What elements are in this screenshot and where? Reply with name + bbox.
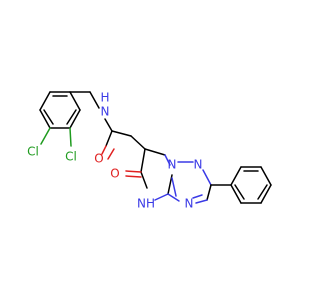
bond: [144, 148, 166, 156]
bond-ring-c-o-double: [125, 175, 142, 178]
bond-double-inner: [66, 109, 77, 125]
bond: [260, 166, 272, 186]
bond-double-inner: [192, 194, 203, 199]
bond: [154, 193, 169, 201]
bond: [69, 91, 81, 111]
bond-carbonyl-ch2: [111, 130, 132, 137]
bond-c-o-double: [107, 148, 115, 160]
bond: [230, 184, 242, 204]
bond-c-o: [101, 145, 107, 155]
dichlorophenyl-ring: [39, 91, 81, 129]
ring-oxygen-label: O: [110, 167, 119, 181]
bond: [230, 166, 242, 186]
phenyl-ring: [230, 166, 272, 204]
bond: [195, 199, 208, 204]
bond: [140, 171, 148, 189]
triazole-nitrogen-lower-label: N: [185, 197, 194, 211]
chlorine-label-upper: Cl: [27, 145, 39, 159]
bond: [39, 91, 51, 111]
bond: [202, 169, 212, 186]
bond: [39, 109, 51, 129]
bond-c-o: [105, 130, 113, 147]
bond-n-carbonyl: [104, 118, 113, 132]
bond-c-cl: [40, 127, 51, 145]
bond-double-inner: [43, 109, 54, 125]
triazole-ring: [167, 161, 212, 204]
ring-nh-label: NH: [137, 197, 155, 211]
bond-double-inner: [257, 184, 268, 200]
bond-c-cl: [69, 127, 72, 147]
bond: [206, 184, 212, 201]
amide-nitrogen-label: N: [101, 105, 110, 119]
bond-ch2-ring: [130, 135, 146, 150]
amide-hydrogen-label: H: [100, 91, 109, 105]
chlorine-label-lower: Cl: [65, 150, 77, 164]
amide-oxygen-label: O: [94, 152, 103, 166]
triazole-nitrogen-upper-label: N: [194, 158, 203, 172]
bridge-nitrogen-label: N: [168, 158, 177, 172]
bond: [140, 148, 146, 173]
bond: [69, 109, 81, 129]
bond: [260, 184, 272, 204]
bond-ring-c-o: [125, 170, 142, 173]
bond-double-inner: [234, 184, 245, 200]
bond-aryl-n: [89, 91, 100, 109]
bond: [164, 154, 171, 166]
bond-double: [171, 177, 177, 197]
bond: [167, 193, 180, 202]
molecule-structure: Cl Cl N H O O NH N N N: [27, 91, 272, 211]
